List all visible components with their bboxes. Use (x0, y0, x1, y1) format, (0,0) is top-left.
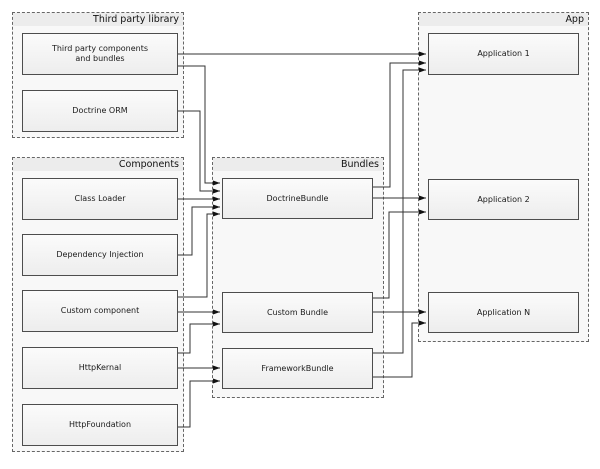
node-framework-bundle: FrameworkBundle (222, 348, 373, 389)
node-application-2: Application 2 (428, 179, 579, 220)
node-label-application-1: Application 1 (477, 49, 530, 58)
node-label-dependency-injection: Dependency Injection (56, 250, 144, 259)
node-custom-bundle: Custom Bundle (222, 292, 373, 333)
node-label-doctrine-bundle: DoctrineBundle (266, 193, 329, 203)
node-label-http-foundation: HttpFoundation (68, 420, 132, 429)
node-dependency-injection: Dependency Injection (22, 234, 178, 276)
node-label-framework-bundle: FrameworkBundle (261, 363, 334, 373)
node-label-doctrine-orm: Doctrine ORM (72, 106, 128, 115)
node-label-application-n: Application N (476, 307, 531, 317)
node-label-third-party-components: Third party components and bundles (51, 44, 149, 63)
group-title-components: Components (13, 158, 183, 171)
group-title-app: App (419, 13, 588, 26)
group-title-bundles: Bundles (213, 158, 383, 171)
node-third-party-components: Third party components and bundles (22, 33, 178, 75)
node-http-foundation: HttpFoundation (22, 404, 178, 446)
node-custom-component: Custom component (22, 290, 178, 332)
node-label-custom-bundle: Custom Bundle (266, 307, 329, 317)
node-doctrine-orm: Doctrine ORM (22, 90, 178, 132)
node-label-custom-component: Custom component (60, 306, 140, 315)
node-http-kernal: HttpKernal (22, 347, 178, 389)
node-label-application-2: Application 2 (477, 194, 530, 204)
node-label-class-loader: Class Loader (74, 194, 126, 203)
node-application-1: Application 1 (428, 33, 579, 75)
node-application-n: Application N (428, 292, 579, 333)
group-title-third-party-library: Third party library (13, 13, 183, 26)
node-doctrine-bundle: DoctrineBundle (222, 178, 373, 219)
node-class-loader: Class Loader (22, 178, 178, 220)
node-label-http-kernal: HttpKernal (78, 363, 122, 372)
